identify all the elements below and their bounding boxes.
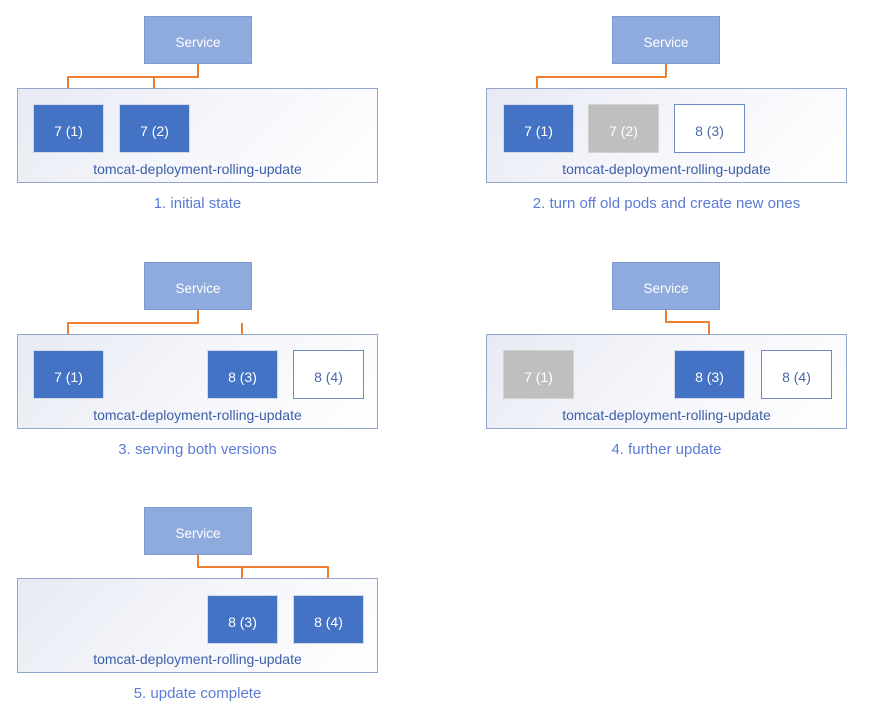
pod-box: 7 (2) xyxy=(588,104,659,153)
deployment-box: 8 (3) 8 (4) tomcat-deployment-rolling-up… xyxy=(17,578,378,673)
panel-caption: 5. update complete xyxy=(133,685,262,702)
service-label: Service xyxy=(175,280,221,296)
pod-box: 8 (3) xyxy=(674,104,745,153)
service-label: Service xyxy=(643,280,689,296)
service-box: Service xyxy=(612,16,720,64)
panel-caption: 3. serving both versions xyxy=(118,441,277,458)
pod-label: 8 (3) xyxy=(695,123,724,139)
service-box: Service xyxy=(144,16,252,64)
pod-box: 8 (4) xyxy=(293,595,364,644)
deployment-label: tomcat-deployment-rolling-update xyxy=(562,407,771,423)
pod-box: 8 (4) xyxy=(293,350,364,399)
deployment-box: 7 (1) 7 (2) tomcat-deployment-rolling-up… xyxy=(17,88,378,183)
deployment-box: 7 (1) 8 (3) 8 (4) tomcat-deployment-roll… xyxy=(17,334,378,429)
deployment-label: tomcat-deployment-rolling-update xyxy=(562,161,771,177)
pod-label: 8 (3) xyxy=(695,369,724,385)
pod-label: 8 (4) xyxy=(782,369,811,385)
pod-label: 7 (1) xyxy=(524,123,553,139)
pod-box: 7 (1) xyxy=(503,350,574,399)
panel-caption: 1. initial state xyxy=(153,195,242,212)
pod-box: 7 (1) xyxy=(33,350,104,399)
deployment-box: 7 (1) 7 (2) 8 (3) tomcat-deployment-roll… xyxy=(486,88,847,183)
pod-label: 7 (2) xyxy=(140,123,169,139)
service-box: Service xyxy=(612,262,720,310)
pod-label: 7 (1) xyxy=(54,369,83,385)
pod-box: 8 (4) xyxy=(761,350,832,399)
deployment-label: tomcat-deployment-rolling-update xyxy=(93,651,302,667)
pod-label: 7 (2) xyxy=(609,123,638,139)
service-box: Service xyxy=(144,507,252,555)
pod-box: 7 (2) xyxy=(119,104,190,153)
pod-box: 8 (3) xyxy=(207,595,278,644)
deployment-label: tomcat-deployment-rolling-update xyxy=(93,161,302,177)
panel-caption: 4. further update xyxy=(611,441,722,458)
pod-box: 8 (3) xyxy=(674,350,745,399)
deployment-label: tomcat-deployment-rolling-update xyxy=(93,407,302,423)
pod-label: 8 (4) xyxy=(314,369,343,385)
pod-box: 8 (3) xyxy=(207,350,278,399)
service-label: Service xyxy=(175,34,221,50)
panel-caption: 2. turn off old pods and create new ones xyxy=(532,195,801,212)
pod-box: 7 (1) xyxy=(503,104,574,153)
pod-label: 8 (4) xyxy=(314,614,343,630)
deployment-box: 7 (1) 8 (3) 8 (4) tomcat-deployment-roll… xyxy=(486,334,847,429)
pod-label: 7 (1) xyxy=(524,369,553,385)
pod-label: 7 (1) xyxy=(54,123,83,139)
pod-label: 8 (3) xyxy=(228,614,257,630)
pod-box: 7 (1) xyxy=(33,104,104,153)
service-label: Service xyxy=(175,525,221,541)
service-box: Service xyxy=(144,262,252,310)
pod-label: 8 (3) xyxy=(228,369,257,385)
service-label: Service xyxy=(643,34,689,50)
